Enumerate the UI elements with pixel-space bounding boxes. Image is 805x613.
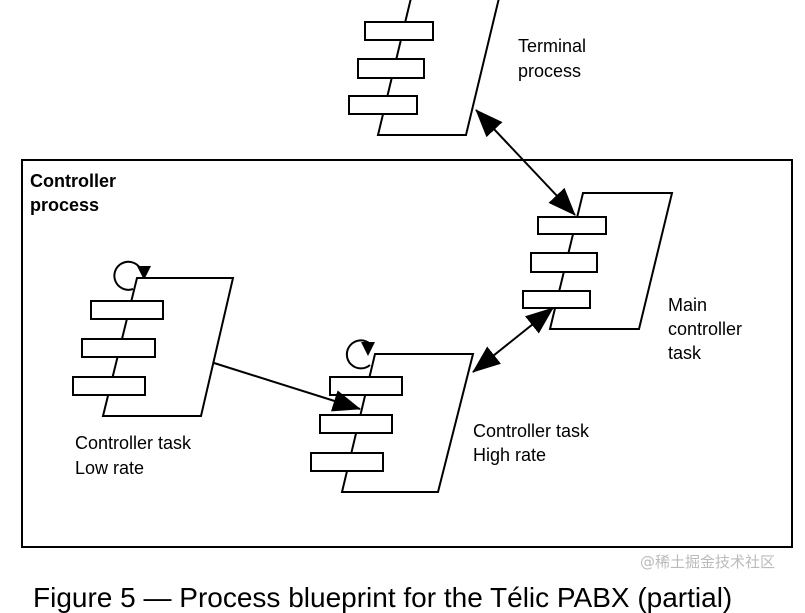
watermark: @稀土掘金技术社区 xyxy=(640,553,775,571)
main-label-3: task xyxy=(668,343,702,363)
controller-process-frame xyxy=(21,159,793,548)
self-loop-arrowhead-low xyxy=(137,266,151,280)
low-label-2: Low rate xyxy=(75,458,144,478)
low-rate-task-node xyxy=(72,260,235,417)
arrow-high-main xyxy=(472,307,554,373)
main-label-2: controller xyxy=(668,319,742,339)
self-loop-arrowhead-high xyxy=(361,342,375,356)
high-label-1: Controller task xyxy=(473,421,590,441)
self-loop-arrow-high xyxy=(345,339,371,370)
main-label-1: Main xyxy=(668,295,707,315)
arrow-low-high xyxy=(213,362,361,412)
frame-label-line-1: Controller xyxy=(30,171,116,191)
high-rate-task-node xyxy=(310,339,475,493)
self-loop-arrow-low xyxy=(113,260,141,291)
arrow-terminal-main xyxy=(475,109,576,216)
main-controller-task-node xyxy=(522,192,674,330)
terminal-label-2: process xyxy=(518,61,581,81)
terminal-label-1: Terminal xyxy=(518,36,586,56)
high-label-2: High rate xyxy=(473,445,546,465)
terminal-process-node xyxy=(348,0,500,136)
frame-label-line-2: process xyxy=(30,195,99,215)
low-label-1: Controller task xyxy=(75,433,192,453)
figure-caption: Figure 5 — Process blueprint for the Tél… xyxy=(33,582,732,613)
